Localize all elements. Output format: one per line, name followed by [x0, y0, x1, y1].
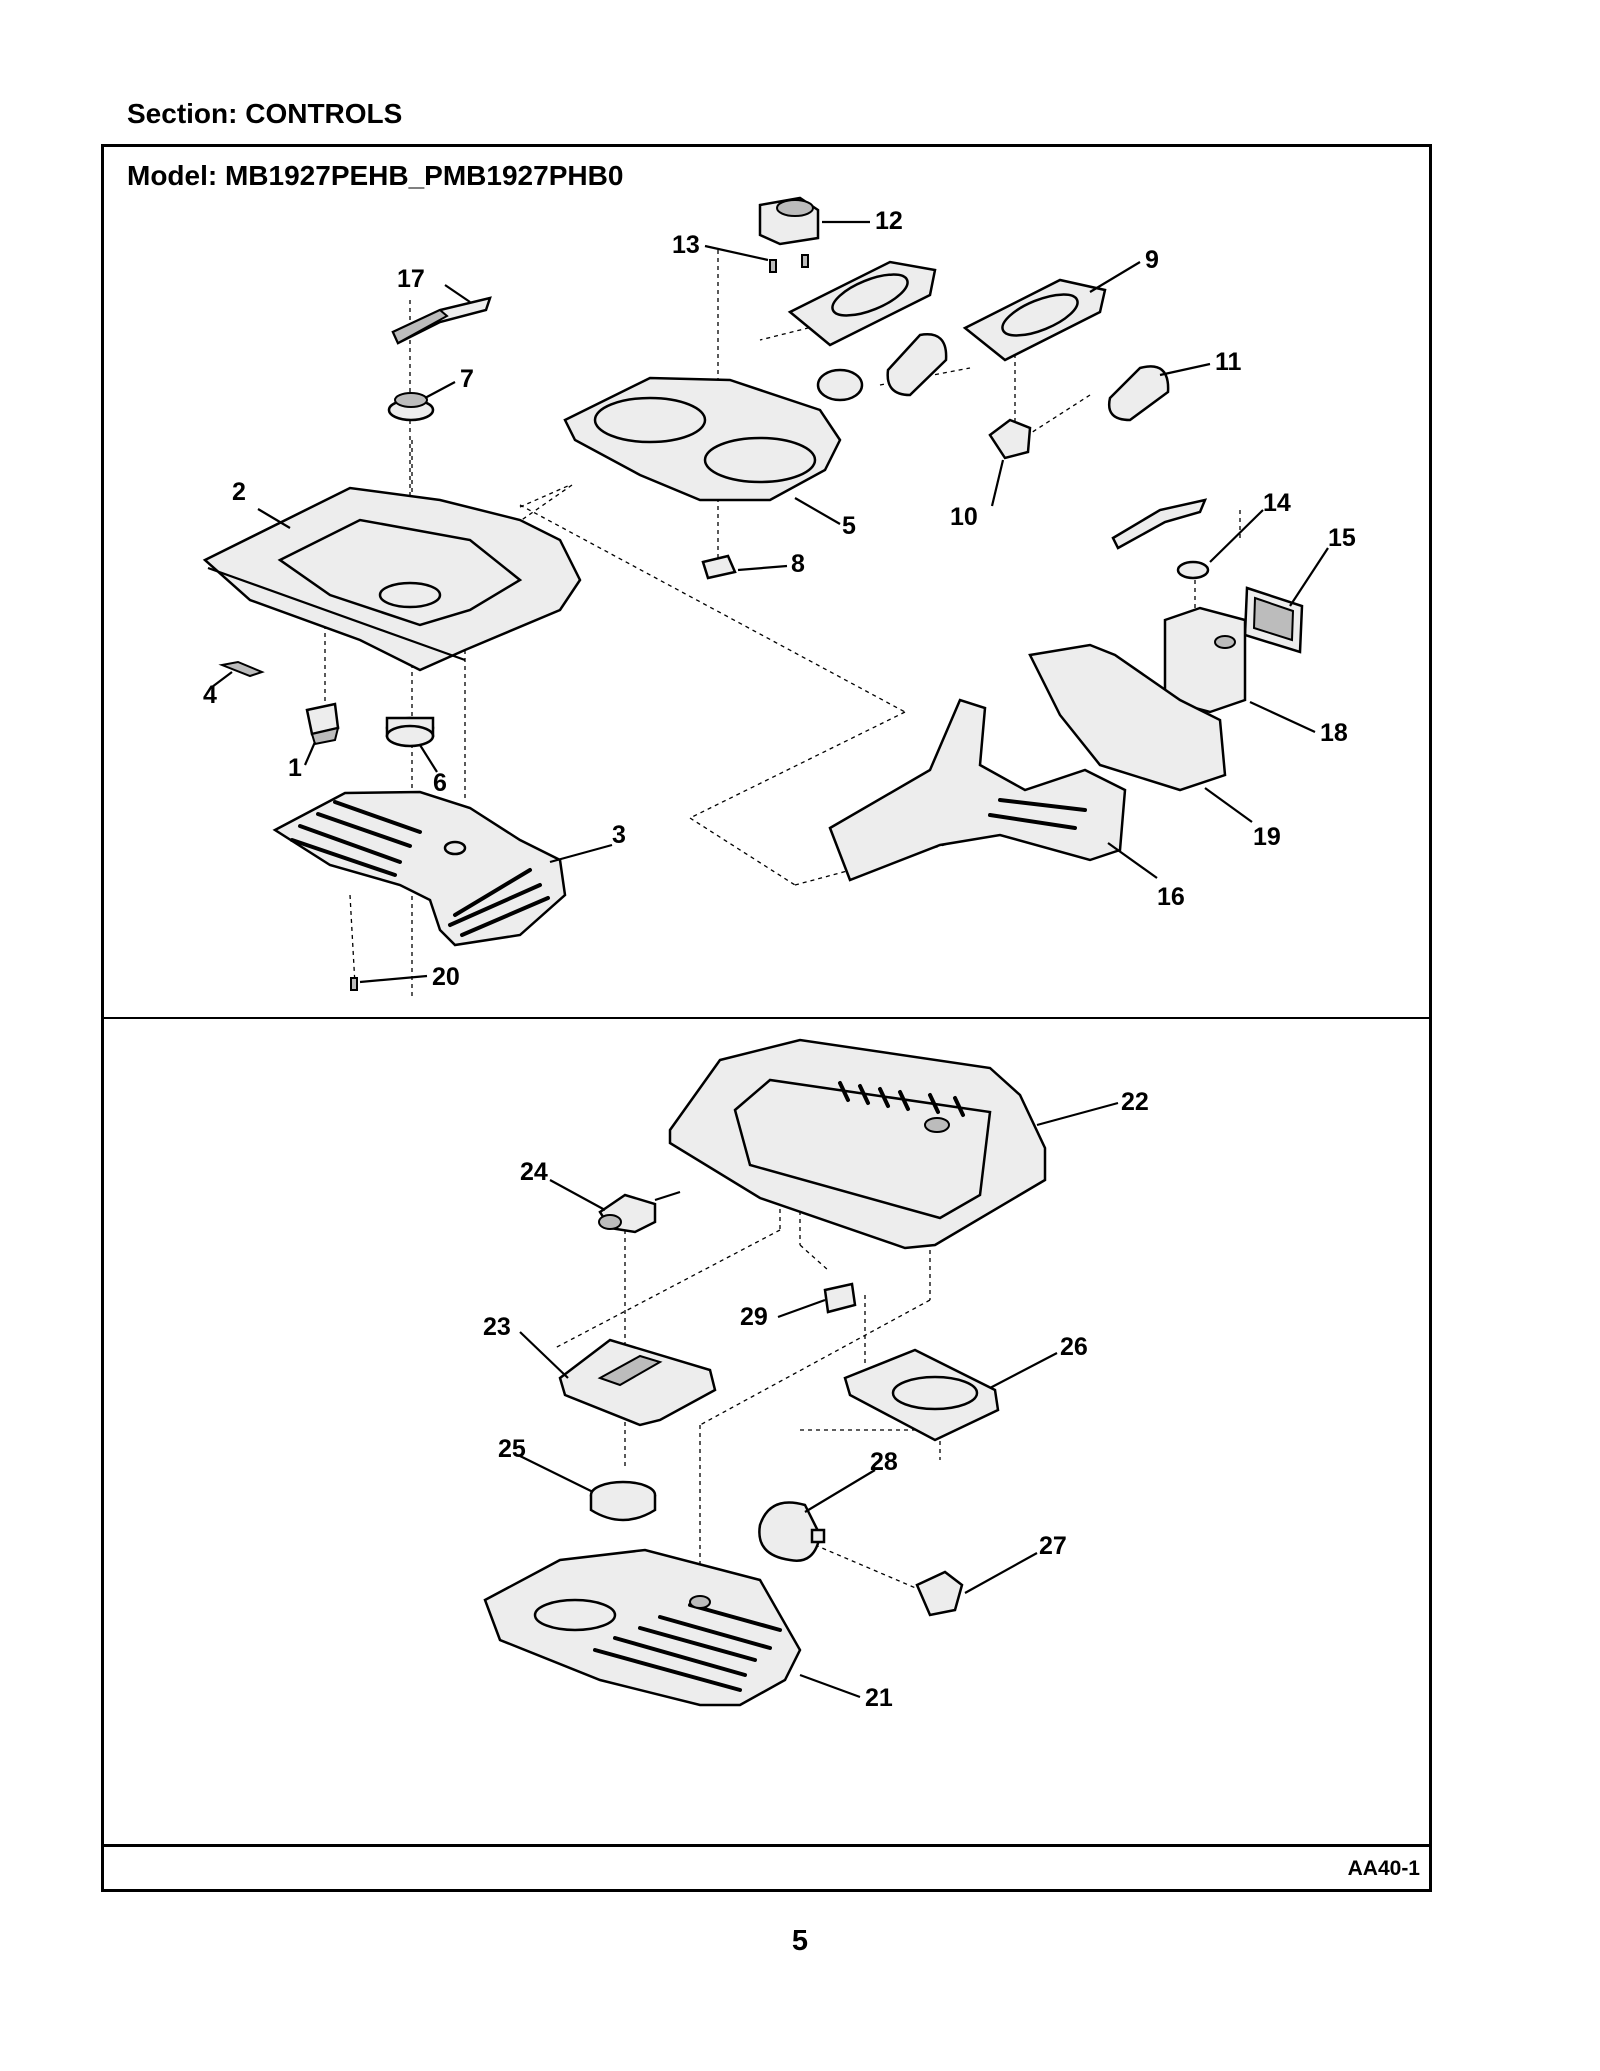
part-28-bulb — [758, 1501, 826, 1562]
part-15-filter — [1243, 586, 1304, 654]
callout-22: 22 — [1121, 1088, 1149, 1116]
footer-divider — [101, 1844, 1432, 1847]
part-13-screw — [769, 254, 809, 273]
part-14-knob — [1176, 560, 1210, 580]
part-10-socket — [988, 418, 1032, 460]
part-5-frame — [563, 376, 842, 502]
callout-27: 27 — [1039, 1532, 1067, 1560]
callout-12: 12 — [875, 207, 903, 235]
part-14-rack — [1111, 498, 1208, 550]
page-number: 5 — [791, 1925, 809, 1957]
part-17-rack — [391, 296, 492, 345]
callout-17: 17 — [397, 265, 425, 293]
part-1-switch — [305, 702, 340, 746]
leader-lines-lower — [519, 1101, 1119, 1699]
part-7-knob — [387, 392, 435, 422]
callout-20: 20 — [432, 963, 460, 991]
part-18-housing — [1163, 606, 1247, 714]
callout-5: 5 — [842, 512, 856, 540]
part-bulb-left — [816, 333, 948, 402]
callout-6: 6 — [433, 769, 447, 797]
callout-11: 11 — [1215, 348, 1242, 376]
part-23-control-board — [558, 1338, 717, 1427]
document-code: AA40-1 — [1347, 1857, 1420, 1880]
callouts: 1 2 3 4 5 6 7 8 9 10 11 12 13 14 15 16 1… — [203, 207, 1356, 1712]
section-divider — [101, 1017, 1432, 1019]
part-24-thermostat — [598, 1190, 681, 1234]
callout-1: 1 — [288, 754, 302, 782]
part-9-cover — [962, 278, 1107, 362]
callout-26: 26 — [1060, 1333, 1088, 1361]
part-21-grille — [483, 1548, 802, 1707]
callout-3: 3 — [612, 821, 626, 849]
part-3-grille — [272, 790, 567, 947]
part-26-lamp-cover — [843, 1348, 1000, 1442]
leader-lines-upper — [211, 220, 1329, 984]
part-9-cover-left — [787, 260, 937, 347]
part-16-trim — [828, 698, 1127, 882]
callout-8: 8 — [791, 550, 805, 578]
callout-10: 10 — [950, 503, 978, 531]
callout-14: 14 — [1263, 489, 1291, 517]
part-19-panel — [1028, 643, 1227, 792]
part-4-clip — [218, 660, 265, 678]
part-11-bulb — [1107, 365, 1170, 422]
callout-4: 4 — [203, 681, 217, 709]
part-2-housing — [202, 486, 582, 672]
callout-9: 9 — [1145, 246, 1159, 274]
part-25-dial — [589, 1480, 657, 1522]
callout-19: 19 — [1253, 823, 1281, 851]
callout-15: 15 — [1328, 524, 1356, 552]
model-title: Model: MB1927PEHB_PMB1927PHB0 — [127, 160, 624, 191]
part-22-housing — [668, 1038, 1047, 1250]
callout-13: 13 — [672, 231, 700, 259]
part-8-switch — [701, 554, 737, 580]
callout-18: 18 — [1320, 719, 1348, 747]
part-6-dial — [385, 716, 435, 748]
callout-7: 7 — [460, 365, 474, 393]
callout-23: 23 — [483, 1313, 511, 1341]
section-title: Section: CONTROLS — [127, 98, 403, 129]
assembly-guide-lines-lower — [554, 1185, 941, 1593]
part-12-control — [758, 196, 820, 246]
callout-16: 16 — [1157, 883, 1185, 911]
part-20-screw — [350, 977, 358, 991]
part-27-socket — [915, 1570, 964, 1617]
callout-21: 21 — [865, 1684, 893, 1712]
part-29-switch — [823, 1282, 857, 1314]
callout-29: 29 — [740, 1303, 768, 1331]
callout-28: 28 — [870, 1448, 898, 1476]
callout-24: 24 — [520, 1158, 548, 1186]
callout-25: 25 — [498, 1435, 526, 1463]
callout-2: 2 — [232, 478, 246, 506]
